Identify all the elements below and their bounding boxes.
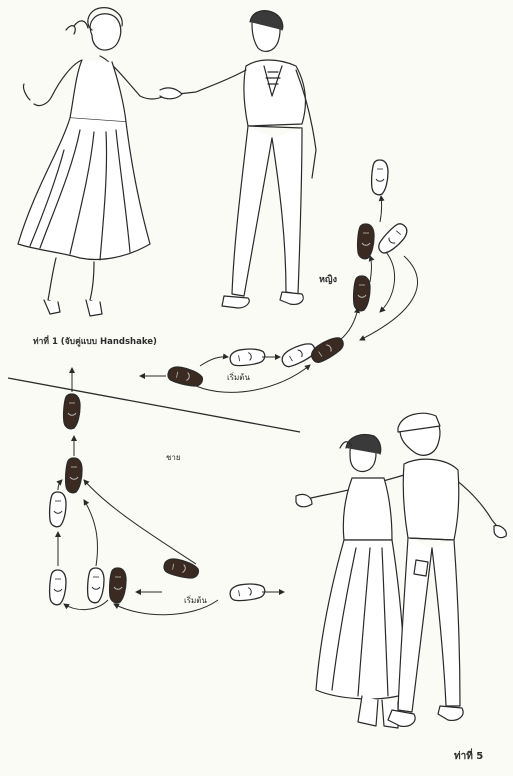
man-step-8-outline	[229, 581, 266, 603]
woman-step-6-filled	[358, 224, 374, 259]
woman-step-1-filled	[167, 365, 204, 387]
man-label: ชาย	[166, 454, 181, 462]
step-caption-top: ท่าที่ 1 (จับคู่แบบ Handshake)	[33, 338, 157, 347]
woman-step-7-outline	[376, 220, 411, 257]
start-label-bottom: เริ่มต้น	[184, 597, 207, 605]
man-step-7-filled	[163, 557, 200, 579]
man-step-4-outline	[50, 570, 66, 605]
man-footprints	[50, 394, 266, 605]
man-step-2-filled	[66, 458, 82, 493]
woman-step-8-outline	[372, 160, 388, 195]
man-step-1-filled	[64, 394, 80, 429]
man-step-6-filled	[110, 568, 126, 603]
man-figure-top	[160, 11, 316, 308]
man-step-3-outline	[50, 492, 66, 527]
figure-number: ท่าที่ 5	[454, 752, 483, 762]
man-step-5-outline	[88, 568, 104, 603]
woman-label: หญิง	[319, 276, 337, 285]
divider-line	[8, 378, 300, 432]
couple-figure-bottom	[296, 413, 506, 728]
woman-path-arrows	[140, 196, 417, 392]
woman-step-4-filled	[308, 333, 346, 366]
woman-step-5-filled	[354, 276, 370, 311]
woman-figure-top	[18, 8, 164, 316]
start-label-top: เริ่มต้น	[227, 374, 250, 382]
woman-step-2-outline	[229, 346, 266, 368]
